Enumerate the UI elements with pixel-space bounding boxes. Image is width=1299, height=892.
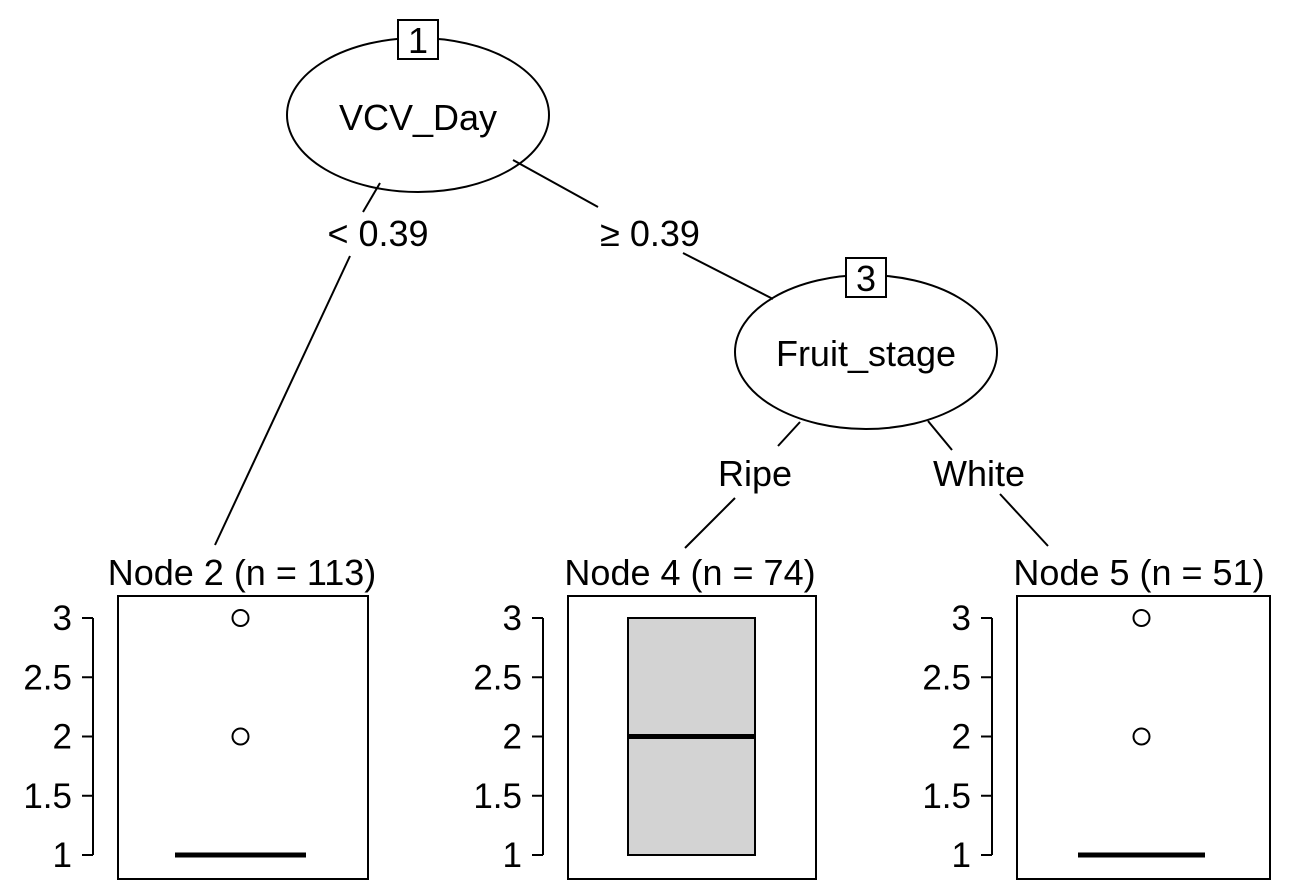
edge-label-white: White [933, 453, 1025, 494]
node-5-plot-frame [1016, 595, 1271, 880]
node-5-y-tick-label: 1.5 [922, 777, 971, 816]
node-4-plot-frame [567, 595, 817, 880]
node-3-id-box [845, 257, 887, 298]
node-4-y-tick-label: 1.5 [473, 777, 522, 816]
node-1-id: 1 [408, 20, 428, 61]
inner-node-3: 3 Fruit_stage [734, 257, 998, 430]
edge-3-4-lower [684, 497, 736, 549]
node-2-y-tick-label: 2 [53, 718, 72, 757]
node-4-y-tick-label: 2 [503, 718, 522, 757]
edge-3-4-upper [777, 421, 801, 447]
node-4-y-tick-label: 2.5 [473, 658, 522, 697]
edge-label-lt-039: < 0.39 [327, 213, 428, 254]
node-2-outlier-point [231, 727, 250, 746]
edge-label-ripe: Ripe [718, 453, 792, 494]
node-2-plot-frame [117, 595, 369, 880]
edge-1-3-upper [512, 159, 599, 208]
tree-edges [214, 159, 1049, 549]
node-2-y-tick-label: 3 [53, 599, 72, 638]
edge-1-3-lower [682, 252, 774, 300]
node-2-y-tick-label: 1 [53, 836, 72, 875]
edge-3-5-upper [927, 420, 953, 451]
terminal-node-5-panel: Node 5 (n = 51) 1 1.5 2 2.5 3 [922, 552, 1271, 880]
node-5-y-tick-label: 2.5 [922, 658, 971, 697]
node-2-outlier-point [231, 609, 250, 627]
node-2-title: Node 2 (n = 113) [108, 552, 377, 593]
node-5-y-tick-label: 2 [952, 718, 971, 757]
edge-1-2-lower [214, 255, 351, 546]
node-1-variable: VCV_Day [339, 97, 497, 138]
node-5-outlier-point [1132, 609, 1151, 627]
terminal-node-2-panel: Node 2 (n = 113) 1 1.5 2 2.5 3 [23, 552, 377, 880]
node-2-y-tick-label: 1.5 [23, 777, 72, 816]
node-5-outlier-point [1132, 727, 1151, 746]
edge-3-5-lower [999, 493, 1049, 547]
node-5-title: Node 5 (n = 51) [1013, 552, 1264, 593]
node-5-y-tick-label: 3 [952, 599, 971, 638]
node-3-variable: Fruit_stage [776, 333, 956, 374]
terminal-node-4-panel: Node 4 (n = 74) 1 1.5 2 2.5 3 [473, 552, 817, 880]
node-2-y-tick-label: 2.5 [23, 658, 72, 697]
node-4-title: Node 4 (n = 74) [564, 552, 815, 593]
node-5-y-tick-label: 1 [952, 836, 971, 875]
inner-node-1: 1 VCV_Day [286, 19, 550, 193]
edge-label-ge-039: ≥ 0.39 [600, 213, 700, 254]
node-4-y-tick-label: 1 [503, 836, 522, 875]
node-3-id: 3 [856, 258, 876, 299]
node-1-id-box [397, 19, 439, 60]
node-4-y-tick-label: 3 [503, 599, 522, 638]
